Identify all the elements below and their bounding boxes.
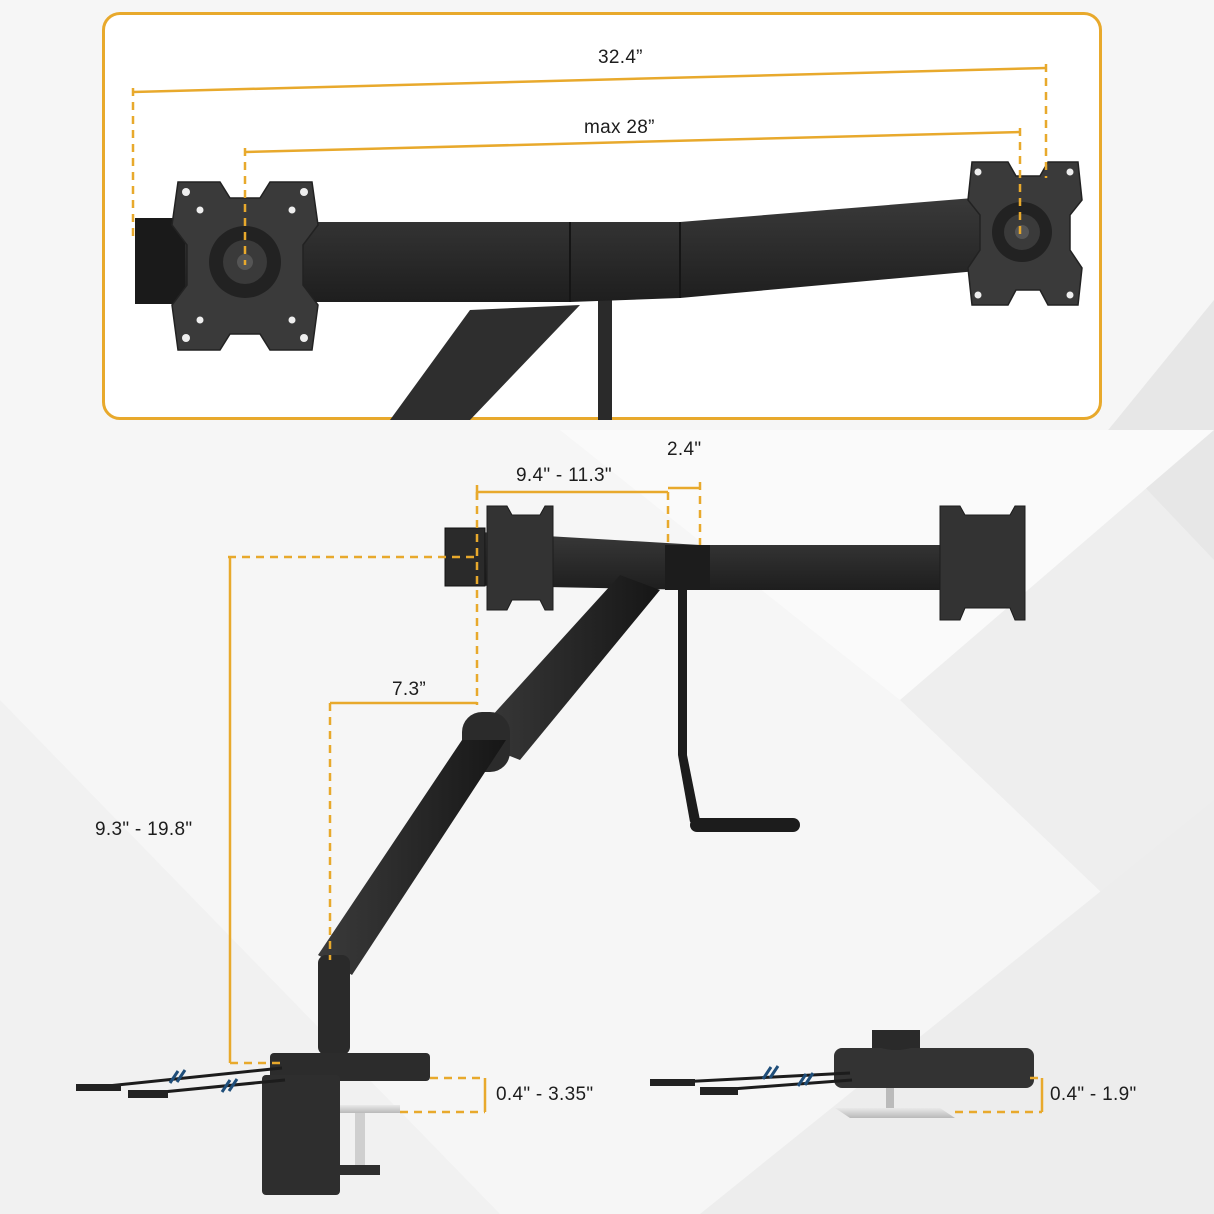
cable-break-marks [168,1069,239,1093]
crossbar-offset-label: 2.4" [667,439,702,460]
crossbar-reach-label: 9.4" - 11.3" [516,465,612,486]
clamp-thickness-label: 0.4" - 3.35" [496,1084,594,1105]
top-crossbar-view [131,64,1083,420]
arm-offset-label: 7.3” [392,679,426,700]
outer-width-label: 32.4” [598,47,643,68]
grommet-mount-view [650,1030,1044,1118]
vesa-plate-left-top [171,181,319,351]
vesa-span-label: max 28” [584,117,655,138]
grommet-thickness-label: 0.4" - 1.9" [1050,1084,1137,1105]
height-range-label: 9.3" - 19.8" [95,819,193,840]
vesa-plate-right-top [967,161,1083,306]
main-arm-view [76,482,1026,1195]
